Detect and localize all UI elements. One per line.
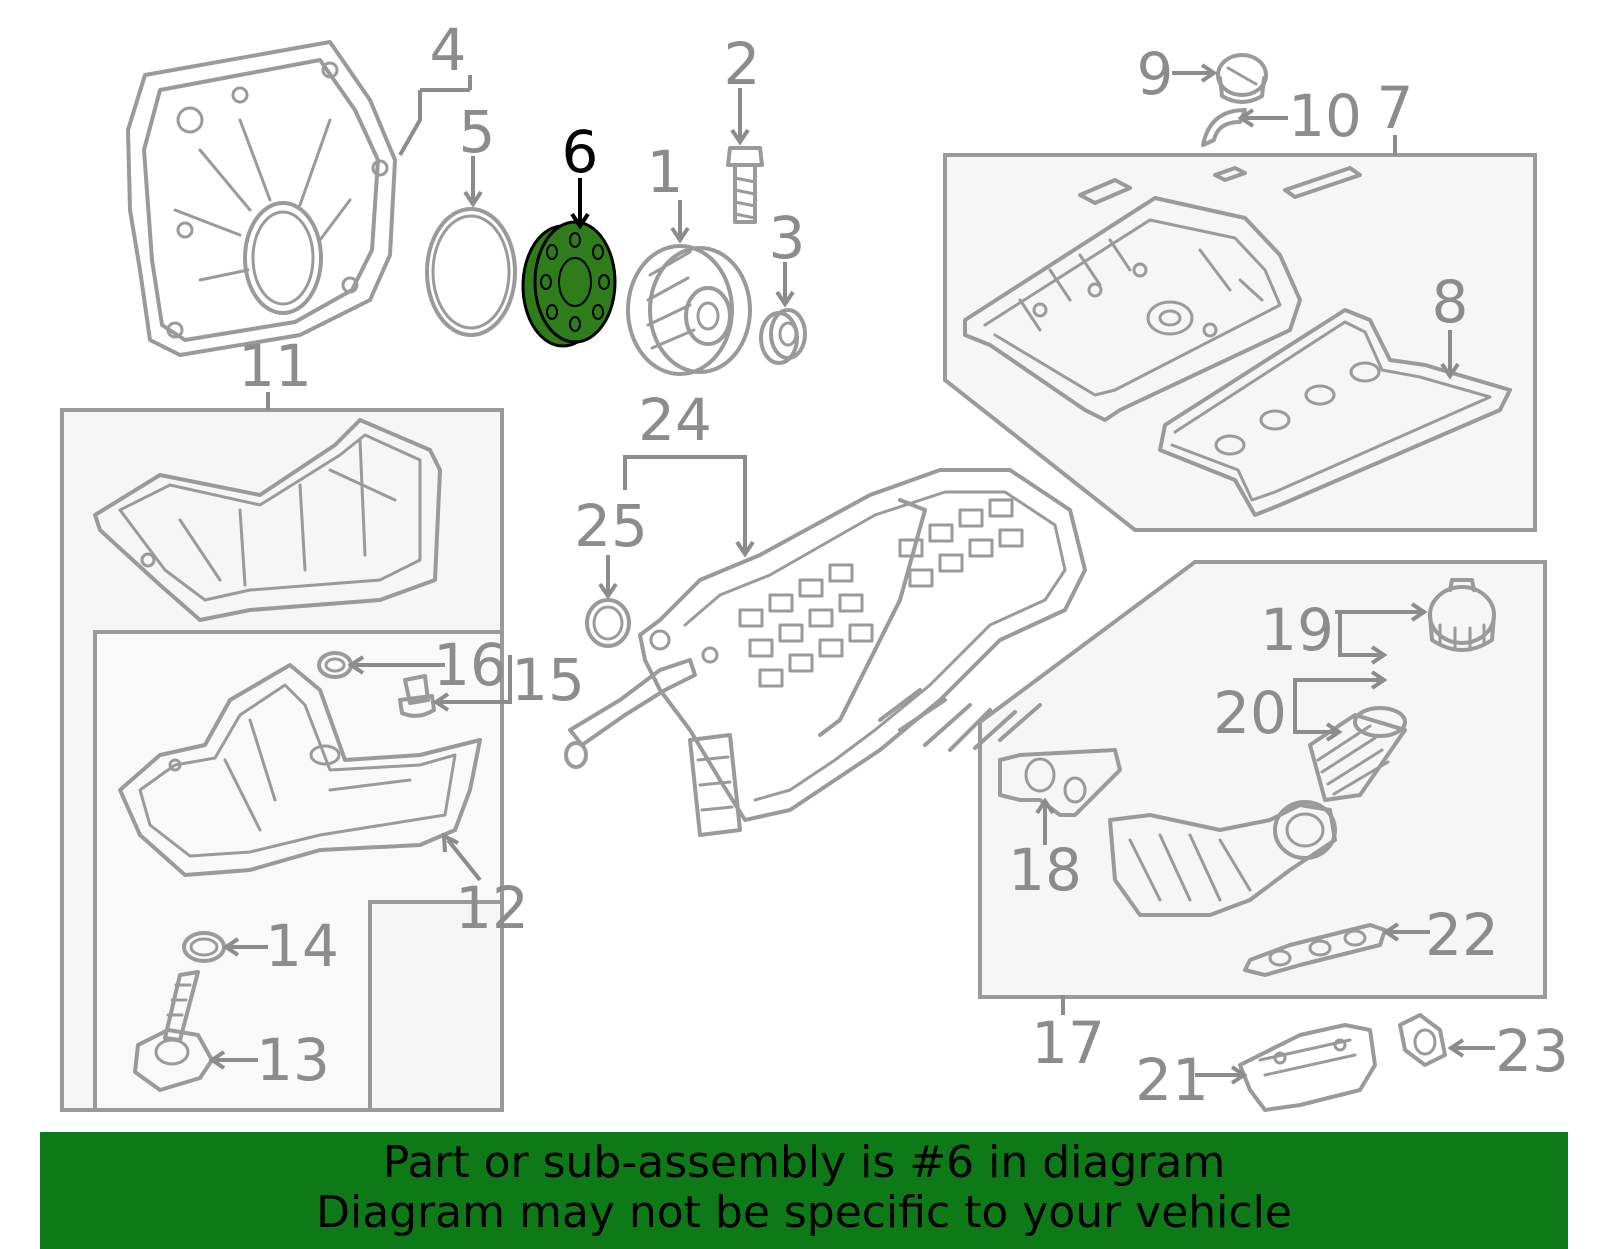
- bolt-part[interactable]: [726, 146, 764, 224]
- callout-9: 9: [1137, 40, 1174, 108]
- callout-15: 15: [511, 646, 585, 714]
- timing-cover-part[interactable]: [126, 40, 397, 357]
- callout-10: 10: [1288, 82, 1362, 150]
- group-box-12: [93, 630, 504, 1112]
- oil-filter-element-part[interactable]: [1308, 706, 1407, 802]
- callout-11: 11: [238, 332, 312, 400]
- valve-cover-part[interactable]: [963, 166, 1362, 422]
- callout-23: 23: [1495, 1017, 1569, 1085]
- group-box-7: [943, 153, 1537, 532]
- seal-ring-part[interactable]: [425, 207, 517, 337]
- pulley-part[interactable]: [626, 244, 752, 376]
- callout-18: 18: [1008, 836, 1082, 904]
- callout-16: 16: [433, 631, 507, 699]
- callout-19: 19: [1260, 596, 1334, 664]
- clip-part[interactable]: [1201, 108, 1247, 147]
- callout-14: 14: [265, 912, 339, 980]
- cooler-gasket-part[interactable]: [1243, 923, 1387, 977]
- callout-17: 17: [1031, 1009, 1105, 1077]
- callout-12: 12: [455, 874, 529, 942]
- oil-filter-cap-part[interactable]: [1428, 578, 1496, 652]
- valve-cover-gasket-part[interactable]: [1158, 308, 1512, 517]
- callout-13: 13: [256, 1026, 330, 1094]
- oil-filter-housing-part[interactable]: [1108, 800, 1337, 917]
- callout-20: 20: [1213, 679, 1287, 747]
- banner-line-2: Diagram may not be specific to your vehi…: [316, 1187, 1292, 1238]
- lower-oil-pan-part[interactable]: [118, 663, 482, 877]
- callout-24: 24: [638, 386, 712, 454]
- highlighted-hub-part[interactable]: [521, 220, 617, 348]
- oil-level-sensor-part[interactable]: [133, 970, 214, 1092]
- callout-5: 5: [459, 98, 496, 166]
- intake-manifold-part[interactable]: [564, 468, 1087, 837]
- callout-21: 21: [1135, 1046, 1209, 1114]
- callout-6: 6: [562, 118, 599, 186]
- o-ring-25-part[interactable]: [585, 598, 631, 648]
- upper-oil-pan-part[interactable]: [93, 418, 442, 622]
- info-banner: Part or sub-assembly is #6 in diagram Di…: [40, 1132, 1568, 1249]
- callout-3: 3: [769, 204, 806, 272]
- callout-7: 7: [1377, 74, 1414, 142]
- leader-lines: [208, 63, 1495, 1085]
- callout-4: 4: [430, 16, 467, 84]
- oil-cooler-part[interactable]: [1238, 1023, 1377, 1112]
- oil-filler-cap-part[interactable]: [1216, 53, 1268, 104]
- pressure-sensor-part[interactable]: [1398, 1013, 1447, 1067]
- small-seal-part[interactable]: [759, 308, 807, 365]
- callout-25: 25: [574, 492, 648, 560]
- callout-22: 22: [1425, 901, 1499, 969]
- banner-line-1: Part or sub-assembly is #6 in diagram: [382, 1137, 1226, 1188]
- callout-2: 2: [724, 30, 761, 98]
- callout-1: 1: [647, 138, 684, 206]
- drain-plug-part[interactable]: [398, 674, 436, 718]
- callout-8: 8: [1432, 268, 1469, 336]
- housing-gasket-part[interactable]: [998, 748, 1122, 817]
